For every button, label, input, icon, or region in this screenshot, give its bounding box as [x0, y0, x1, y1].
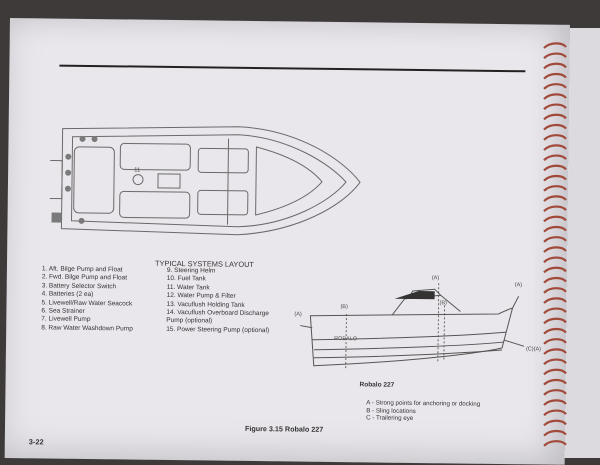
spiral-coil: [543, 113, 567, 121]
spiral-coil: [543, 93, 567, 100]
spiral-coil: [543, 287, 567, 294]
manual-page: 11 TYPICAL SYSTEMS LAYOUT 1. Aft. Bilge …: [4, 18, 570, 465]
spiral-coil: [543, 62, 567, 70]
spiral-coil: [543, 358, 567, 366]
spiral-coil: [543, 144, 567, 151]
spiral-coil: [543, 419, 567, 427]
systems-list-right: 9. Steering Helm 10. Fuel Tank 11. Water…: [166, 267, 270, 336]
spiral-coil: [543, 429, 567, 437]
spiral-coil: [543, 256, 567, 264]
spiral-binding: [543, 42, 567, 447]
spiral-coil: [543, 205, 567, 213]
callout-label: (C)(A): [526, 346, 541, 352]
systems-list-left: 1. Aft. Bilge Pump and Float 2. Fwd. Bil…: [41, 265, 133, 333]
legend: A - Strong points for anchoring or docki…: [366, 399, 480, 423]
spiral-coil: [543, 225, 567, 233]
header-rule: [59, 64, 526, 73]
spiral-coil: [543, 72, 567, 80]
spiral-coil: [543, 174, 567, 182]
spiral-coil: [543, 134, 567, 141]
spiral-coil: [543, 276, 567, 284]
spiral-coil: [543, 399, 567, 406]
spiral-coil: [543, 327, 567, 335]
callout-label: (B): [340, 304, 348, 310]
spiral-coil: [543, 52, 567, 60]
boat-top-view-diagram: 11: [49, 126, 361, 236]
spiral-coil: [543, 42, 567, 49]
callout-label: (A): [432, 275, 440, 281]
callout-label: (B): [440, 300, 448, 306]
top-view-number: 11: [134, 168, 141, 174]
page-number: 3-22: [28, 437, 44, 447]
list-item: 8. Raw Water Washdown Pump: [41, 324, 133, 333]
spiral-coil: [543, 215, 567, 223]
spiral-coil: [543, 317, 567, 325]
spiral-coil: [543, 297, 567, 304]
spiral-coil: [543, 368, 567, 376]
spiral-coil: [543, 164, 567, 172]
spiral-coil: [543, 348, 567, 355]
spiral-coil: [543, 307, 567, 315]
spiral-coil: [543, 378, 567, 386]
model-label: Robalo 227: [360, 381, 395, 388]
hull-text: ROBALO: [334, 336, 358, 342]
spiral-coil: [543, 440, 567, 447]
spiral-coil: [543, 185, 567, 192]
boat-side-view-diagram: ROBALO (A) (B) (A) (B) (A) (C)(A) Robalo…: [294, 275, 541, 389]
spiral-coil: [543, 338, 567, 345]
figure-caption: Figure 3.15 Robalo 227: [244, 423, 324, 434]
spiral-coil: [543, 266, 567, 274]
spiral-coil: [543, 103, 567, 111]
spiral-coil: [543, 195, 567, 202]
spiral-coil: [543, 409, 567, 417]
callout-label: (A): [294, 311, 302, 317]
spiral-coil: [543, 83, 567, 90]
spiral-coil: [543, 123, 567, 131]
legend-item: C - Trailering eye: [366, 414, 414, 423]
spiral-coil: [543, 154, 567, 162]
callout-label: (A): [515, 282, 523, 288]
spiral-coil: [543, 389, 567, 396]
spiral-coil: [543, 236, 567, 243]
spiral-coil: [543, 246, 567, 253]
list-item: 15. Power Steering Pump (optional): [166, 325, 270, 335]
